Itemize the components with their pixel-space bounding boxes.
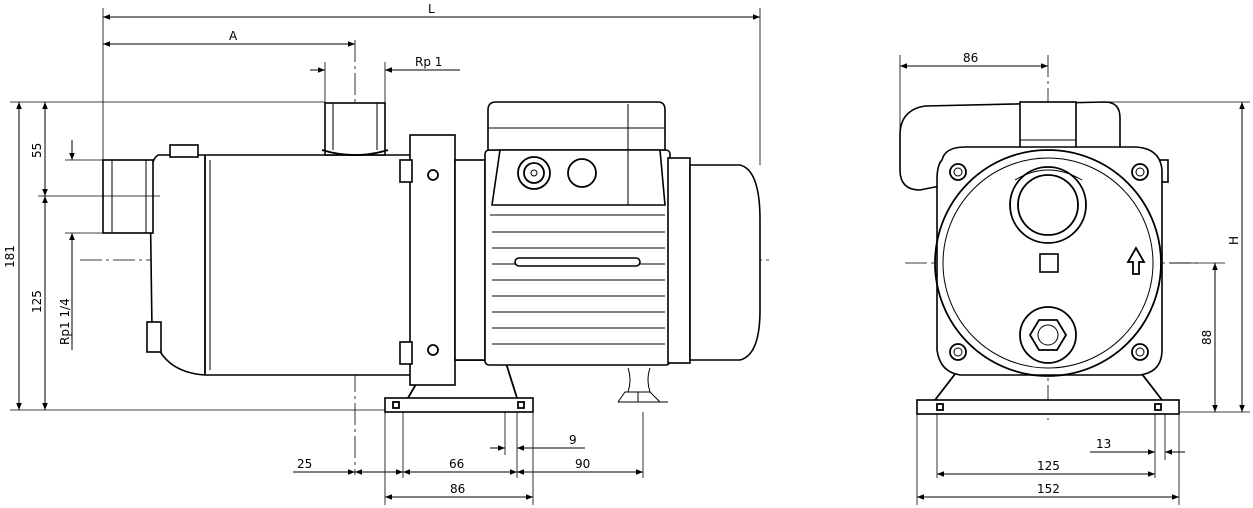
dim-55: 55	[30, 102, 48, 196]
dim-bottom-side: 25 66 9 90 86	[293, 412, 644, 505]
cable-gland	[617, 367, 668, 403]
dim-front-86: 86	[899, 51, 1048, 135]
dim-inlet-thread-label: Rp1 1/4	[58, 298, 72, 345]
dim-outlet-thread-label: Rp 1	[415, 55, 442, 69]
outlet-nozzle	[321, 102, 389, 156]
cooling-fins	[492, 231, 665, 345]
dim-13-label: 13	[1096, 437, 1111, 451]
dim-outlet-thread: Rp 1	[310, 55, 460, 103]
shaft-square	[1039, 253, 1059, 273]
front-inlet-port	[1019, 306, 1077, 364]
dim-125: 125	[30, 195, 160, 410]
dim-86-base-label: 86	[450, 482, 465, 496]
terminal-box	[487, 101, 666, 206]
dim-88: 88	[1170, 262, 1225, 412]
dim-L-label: L	[428, 2, 435, 16]
dim-66-label: 66	[449, 457, 464, 471]
dim-88-label: 88	[1200, 330, 1214, 345]
fan-cover	[667, 157, 761, 364]
dim-front-86-label: 86	[963, 51, 978, 65]
rotation-arrow-icon	[1126, 246, 1146, 275]
dim-25-label: 25	[297, 457, 312, 471]
dim-A: A	[103, 29, 355, 47]
dim-A-label: A	[229, 29, 238, 43]
front-outlet-port	[1009, 166, 1087, 244]
dim-total-height-label: 181	[3, 245, 17, 268]
pump-casing	[146, 144, 421, 376]
dim-L: L	[102, 2, 761, 165]
dim-inlet-thread: Rp1 1/4	[58, 140, 103, 350]
dim-front-125-label: 125	[1037, 459, 1060, 473]
side-view: L A Rp 1 181 55 125	[3, 2, 770, 505]
dim-152-label: 152	[1037, 482, 1060, 496]
flange	[399, 134, 456, 386]
dim-90-label: 90	[575, 457, 590, 471]
dim-55-label: 55	[30, 143, 44, 158]
dim-total-height: 181	[3, 101, 385, 411]
front-view: 86 H 88 13 125	[899, 51, 1250, 505]
dim-bottom-front: 13 125 152	[916, 414, 1185, 505]
dim-9-label: 9	[569, 433, 577, 447]
dim-H-label: H	[1227, 236, 1241, 245]
dim-125-label: 125	[30, 290, 44, 313]
inlet-nozzle	[102, 159, 154, 234]
